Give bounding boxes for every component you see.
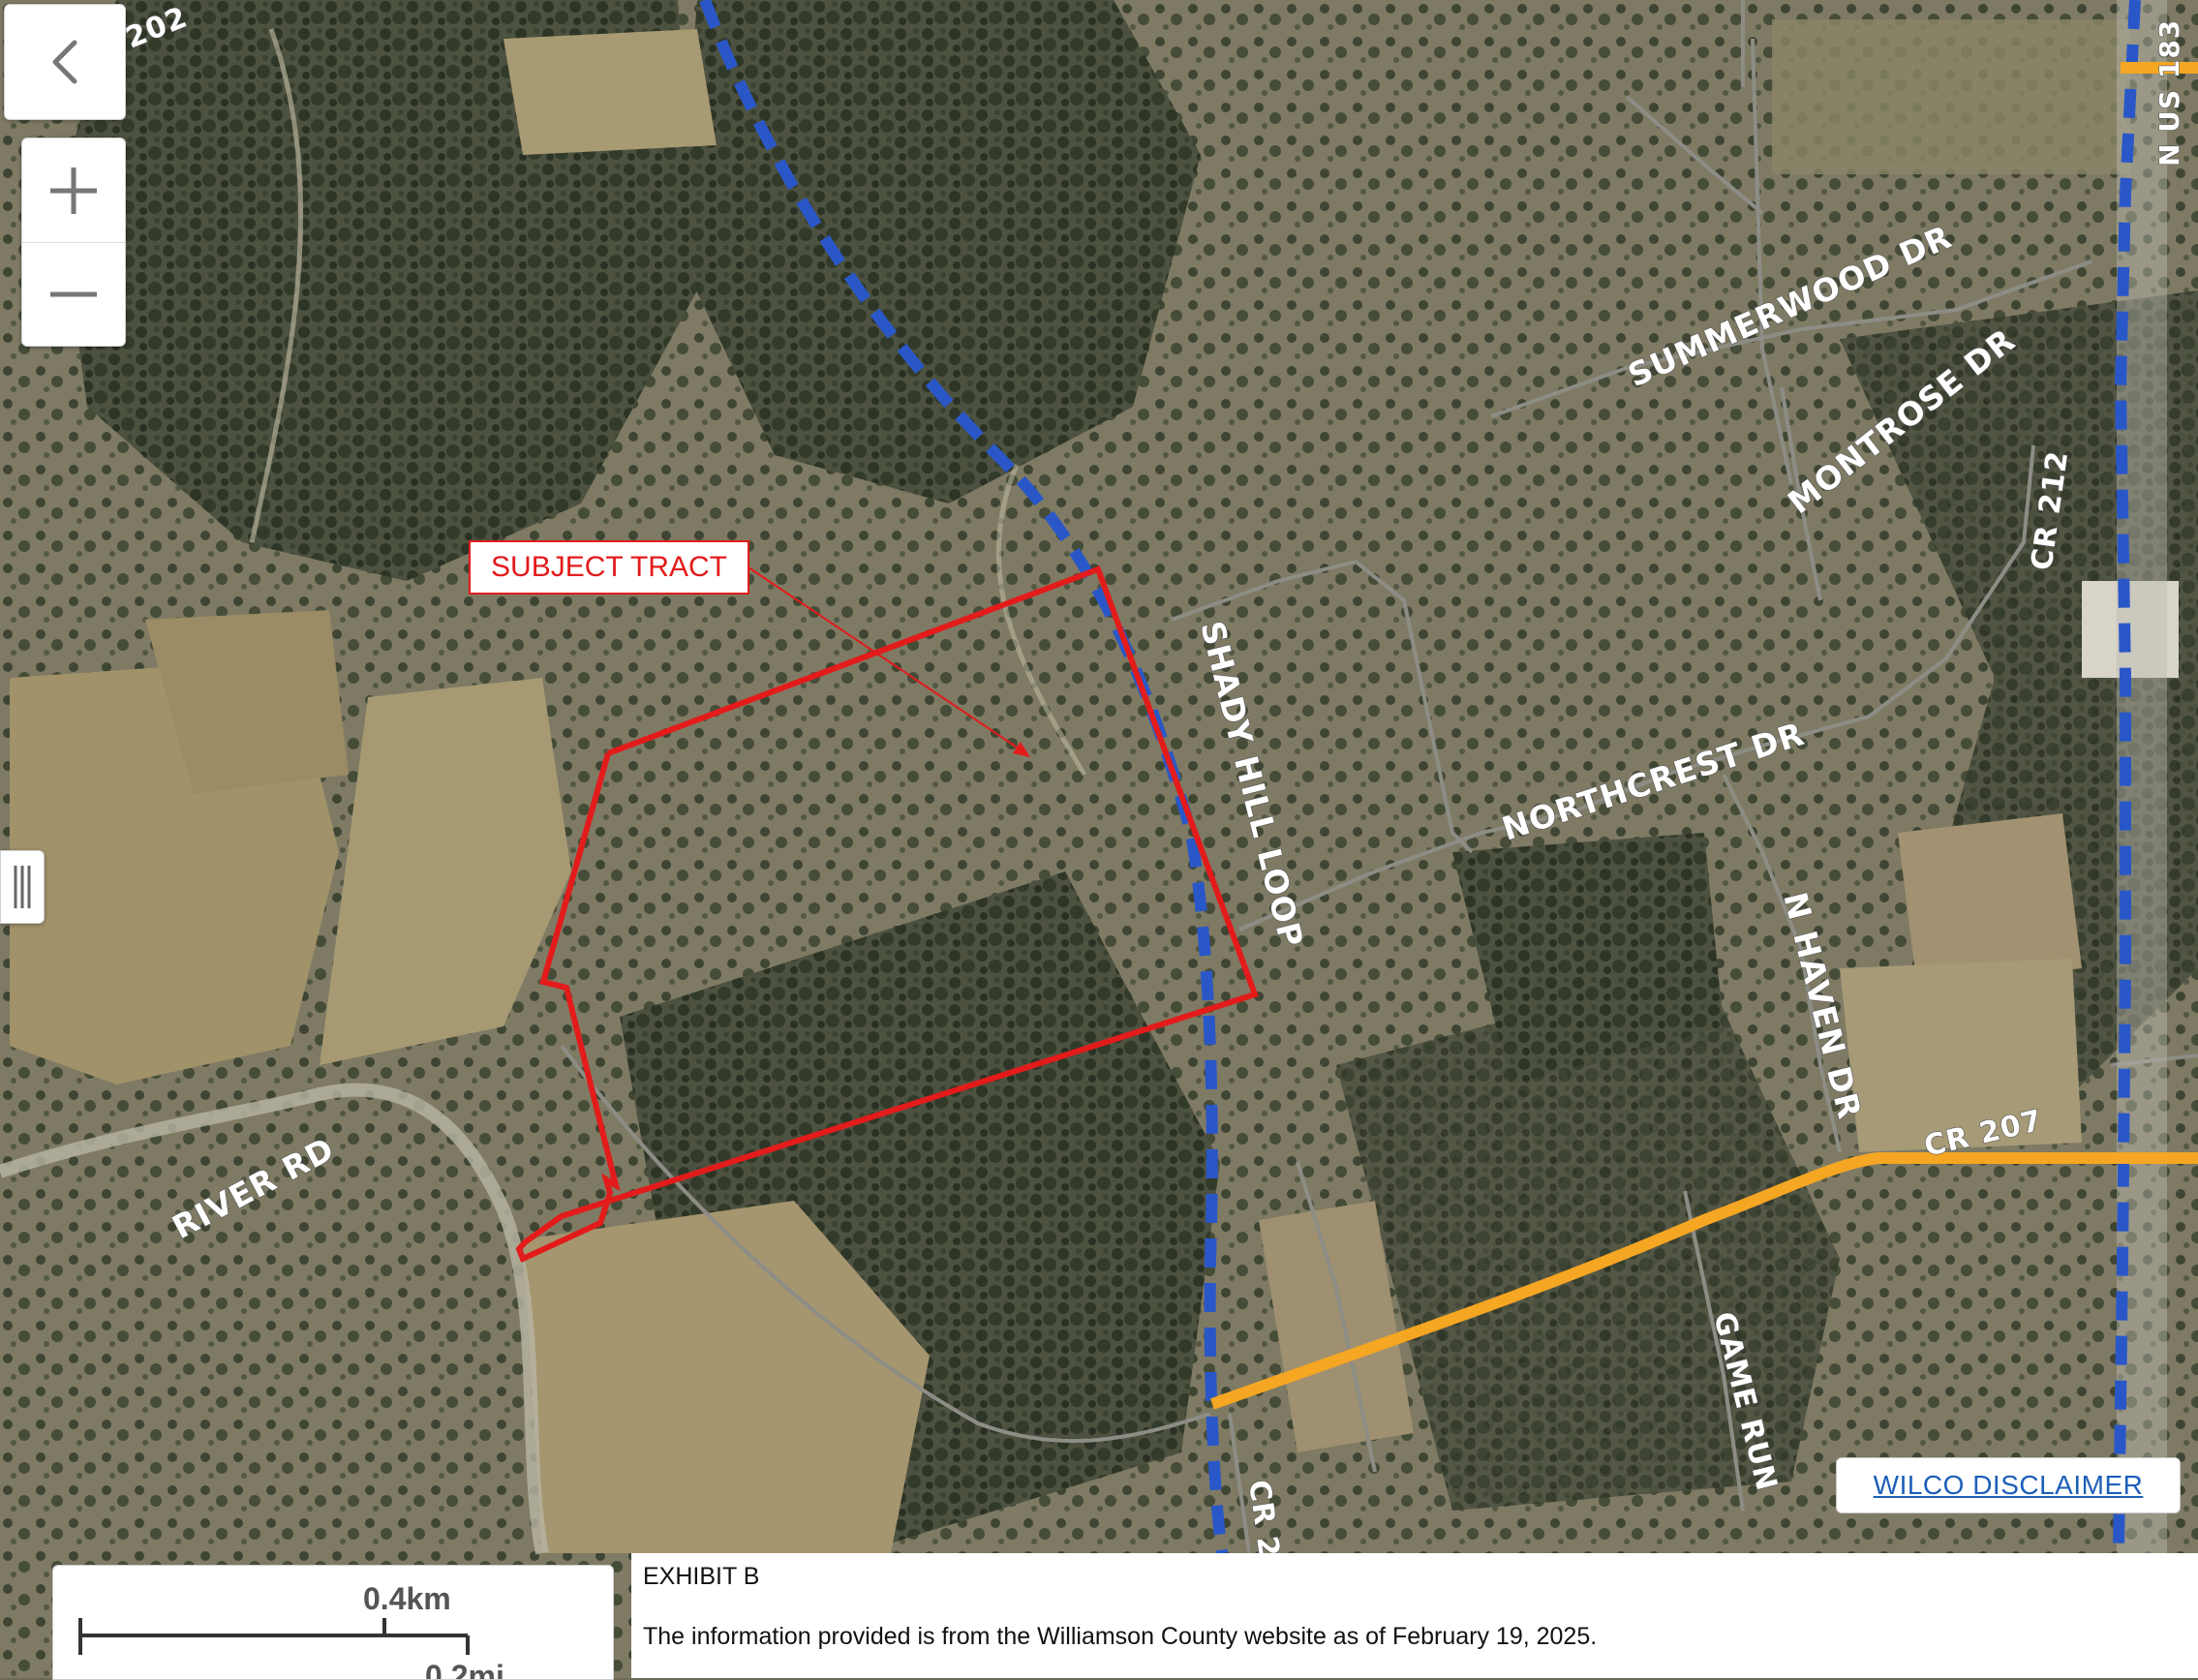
woodland-southeast	[1336, 968, 1840, 1511]
label-us183: N US 183	[2153, 19, 2185, 167]
plus-icon	[50, 167, 97, 214]
subject-tract-label: SUBJECT TRACT	[469, 540, 749, 595]
minus-icon	[50, 291, 97, 296]
field-east	[1898, 813, 2082, 988]
zoom-out-button[interactable]	[22, 241, 125, 346]
subject-leader-arrowhead	[1013, 742, 1030, 757]
river	[0, 1083, 549, 1555]
boundary-line-east	[2113, 0, 2141, 1554]
zoom-in-button[interactable]	[22, 139, 125, 242]
trail-2	[995, 464, 1087, 777]
woodland-north	[678, 0, 1201, 504]
back-button[interactable]	[4, 4, 126, 120]
scale-km-label: 0.4km	[363, 1581, 451, 1616]
subject-leader-line	[745, 565, 1025, 753]
scale-bar: 0.4km 0.2mi	[52, 1565, 614, 1680]
scale-ruler	[78, 1618, 470, 1655]
side-panel-handle[interactable]	[0, 850, 45, 924]
exhibit-note: The information provided is from the Wil…	[643, 1623, 1598, 1650]
subject-tract-boundary[interactable]	[515, 565, 1259, 1264]
zoom-control	[21, 137, 126, 347]
scale-mi-label: 0.2mi	[425, 1659, 504, 1680]
field-east-2	[1840, 959, 2082, 1152]
field-cr22	[1259, 1201, 1414, 1452]
boundary-line-west	[699, 0, 1228, 1554]
field-river	[320, 678, 571, 1065]
disclaimer-box: WILCO DISCLAIMER	[1836, 1457, 2181, 1513]
exhibit-title: EXHIBIT B	[643, 1563, 760, 1590]
chevron-left-icon	[52, 40, 77, 84]
field-west-2	[145, 610, 349, 794]
exhibit-caption: EXHIBIT B The information provided is fr…	[631, 1553, 2198, 1678]
local-roads	[560, 0, 2198, 1554]
trail-1	[249, 28, 304, 543]
cr207-road	[1209, 1152, 2198, 1410]
grip-vertical-icon	[14, 866, 31, 908]
field-northwest	[504, 29, 717, 155]
field-south	[523, 1201, 930, 1553]
woodland-central	[1452, 833, 1724, 1084]
field-northeast	[1772, 19, 2130, 174]
disclaimer-link[interactable]: WILCO DISCLAIMER	[1873, 1470, 2144, 1500]
